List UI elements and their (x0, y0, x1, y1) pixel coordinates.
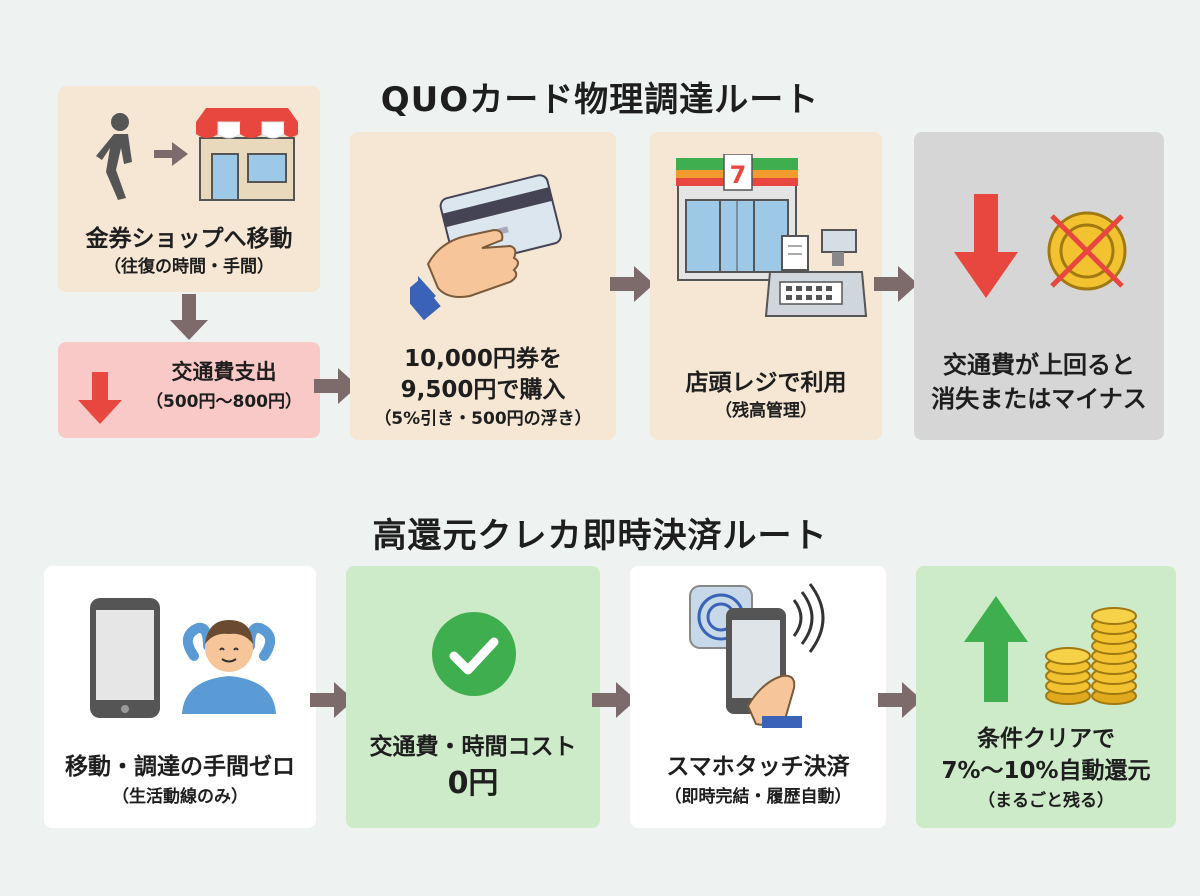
down-arrow-red-icon (78, 372, 122, 424)
flow-arrow-down (170, 294, 208, 340)
route2-step4-card: 条件クリアで 7%〜10%自動還元 （まるごと残る） (916, 566, 1176, 828)
route2-step4-label2: 7%〜10%自動還元 (941, 758, 1151, 784)
route1-cost-sublabel: （500円〜800円） (146, 392, 302, 412)
checkmark-circle-icon (430, 610, 518, 698)
route2-step1-card: 移動・調達の手間ゼロ （生活動線のみ） (44, 566, 316, 828)
route1-step1-sublabel: （往復の時間・手間） (104, 257, 274, 277)
up-arrow-green-icon (964, 596, 1028, 702)
route1-step1-label: 金券ショップへ移動 (85, 226, 293, 252)
route2-step1-sublabel: （生活動線のみ） (112, 787, 248, 807)
route1-step2-label1: 10,000円券を (404, 346, 562, 372)
route2-step3-sublabel: （即時完結・履歴自動） (664, 787, 852, 807)
convenience-store-icon: 7 (672, 154, 802, 284)
flow-arrow-right (592, 682, 636, 718)
walking-person-icon (88, 112, 148, 202)
route1-step4-label2: 消失またはマイナス (931, 385, 1147, 413)
route1-step4-card: 交通費が上回ると 消失またはマイナス (914, 132, 1164, 440)
flow-arrow-right (314, 368, 358, 404)
credit-card-hand-icon (410, 172, 570, 322)
flow-arrow-right (310, 682, 354, 718)
coin-stack-icon (1042, 602, 1142, 706)
route2-step1-label: 移動・調達の手間ゼロ (65, 754, 295, 780)
route2-step2-value: 0円 (447, 766, 499, 801)
route1-step3-label: 店頭レジで利用 (685, 370, 847, 396)
route2-step3-label: スマホタッチ決済 (666, 754, 850, 780)
smartphone-icon (88, 596, 162, 720)
route1-title: QUOカード物理調達ルート (380, 80, 820, 120)
small-arrow-icon (154, 142, 188, 166)
route1-step3-card: 7 店頭レジで利用 （残高管理） (650, 132, 882, 440)
route1-step1-card: 金券ショップへ移動 （往復の時間・手間） (58, 86, 320, 292)
route1-step4-label1: 交通費が上回ると (943, 351, 1135, 379)
flow-arrow-right (878, 682, 922, 718)
route2-step2-label: 交通費・時間コスト (369, 734, 577, 760)
route2-step3-card: スマホタッチ決済 （即時完結・履歴自動） (630, 566, 886, 828)
route2-step2-card: 交通費・時間コスト 0円 (346, 566, 600, 828)
cancelled-coin-icon (1042, 206, 1132, 296)
tap-payment-icon (686, 578, 836, 728)
svg-text:7: 7 (730, 161, 747, 189)
route2-step4-sublabel: （まるごと残る） (978, 791, 1114, 811)
route2-title: 高還元クレカ即時決済ルート (372, 516, 828, 556)
route1-step2-sublabel: （5%引き・500円の浮き） (374, 409, 592, 429)
route1-cost-card: 交通費支出 （500円〜800円） (58, 342, 320, 438)
route1-cost-label: 交通費支出 (171, 360, 277, 384)
route1-step3-sublabel: （残高管理） (715, 401, 817, 421)
route1-step2-card: 10,000円券を 9,500円で購入 （5%引き・500円の浮き） (350, 132, 616, 440)
flow-arrow-right (610, 266, 654, 302)
route2-step4-label1: 条件クリアで (977, 726, 1115, 752)
down-arrow-red-icon (954, 194, 1018, 298)
store-icon (192, 104, 302, 204)
cash-register-icon (762, 224, 870, 324)
route1-step2-label2: 9,500円で購入 (400, 377, 566, 403)
flow-arrow-right (874, 266, 918, 302)
relaxed-person-icon (174, 606, 284, 716)
